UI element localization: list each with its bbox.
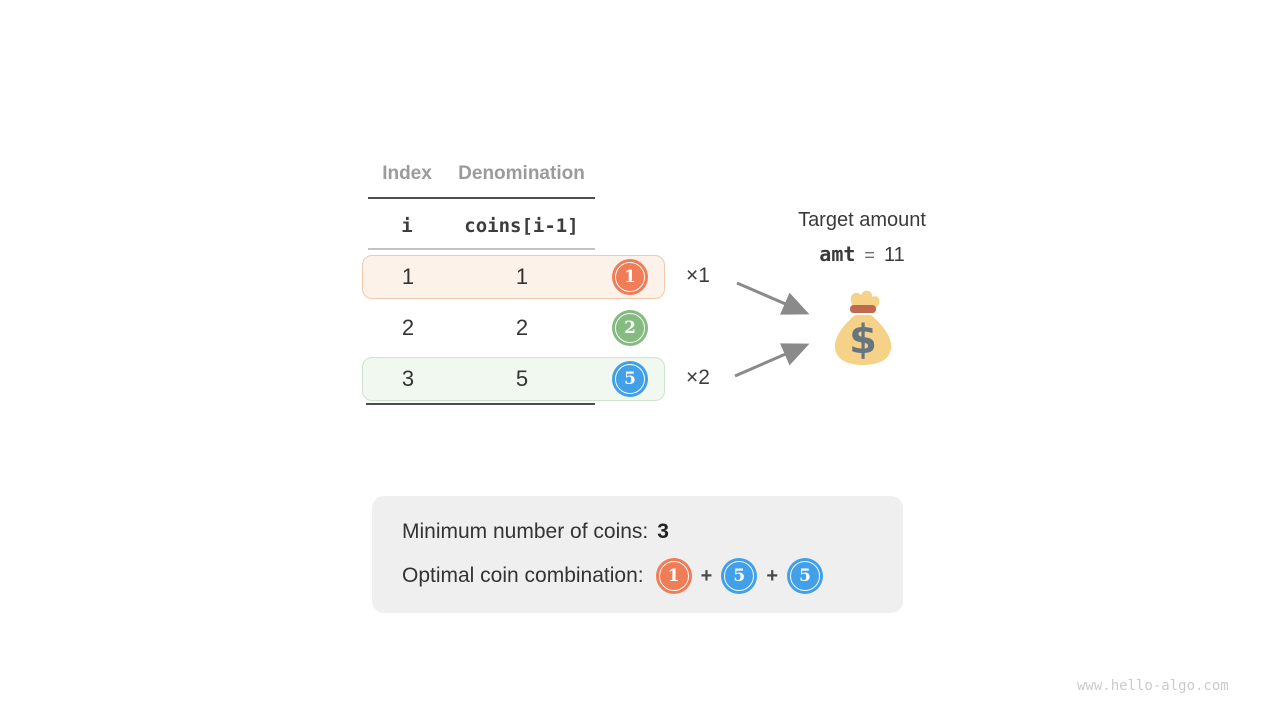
arrows-to-bag (734, 281, 810, 378)
result-panel: Minimum number of coins: 3 Optimal coin … (372, 496, 903, 613)
cell-denomination: 2 (515, 315, 529, 340)
table-row: 2 2 2 (362, 306, 665, 350)
table-mid-rule (368, 248, 595, 250)
table-top-rule (368, 197, 595, 199)
svg-text:$: $ (849, 317, 877, 363)
cell-index: 1 (401, 264, 415, 289)
combo-coin-5-icon: 5 (787, 558, 823, 594)
min-coins-label: Minimum number of coins: (402, 520, 649, 543)
target-amount-value: 11 (883, 244, 905, 266)
coin-1-icon: 1 (612, 258, 648, 295)
coin-5-icon: 5 (612, 360, 648, 397)
multiplier-row1: ×1 (686, 264, 710, 287)
optimal-combo-label: Optimal coin combination: (402, 564, 644, 587)
combo-coin-5-icon: 5 (721, 558, 758, 594)
optimal-combo-line: Optimal coin combination: 1 + 5 + 5 (402, 556, 823, 596)
cell-denomination: 5 (515, 366, 529, 391)
equals-sign: = (864, 245, 875, 265)
cell-index: 2 (401, 315, 415, 340)
coin-2-icon: 2 (612, 309, 648, 346)
target-amount-equation: amt = 11 (752, 242, 972, 267)
arrow-x2 (734, 343, 810, 378)
amt-variable: amt (819, 242, 856, 266)
cell-index: 3 (401, 366, 415, 391)
table-row: 1 1 1 (362, 255, 665, 299)
table-bottom-rule (366, 403, 595, 405)
plus-sign: + (700, 564, 713, 587)
plus-sign: + (766, 564, 778, 587)
min-coins-line: Minimum number of coins: 3 (402, 512, 669, 552)
min-coins-value: 3 (657, 520, 669, 543)
arrow-x1 (736, 281, 810, 315)
cell-denomination: 1 (515, 264, 529, 289)
table-row: 3 5 5 (362, 357, 665, 401)
subheader-i: i (401, 215, 413, 237)
target-amount-label: Target amount (798, 209, 926, 231)
combo-coin-1-icon: 1 (655, 558, 692, 594)
money-bag-icon: $ (834, 290, 892, 365)
multiplier-row3: ×2 (686, 366, 710, 389)
column-header-denomination: Denomination (458, 163, 585, 184)
site-watermark: www.hello-algo.com (1077, 678, 1229, 694)
column-header-index: Index (382, 163, 432, 184)
subheader-coins-expr: coins[i-1] (464, 215, 579, 237)
